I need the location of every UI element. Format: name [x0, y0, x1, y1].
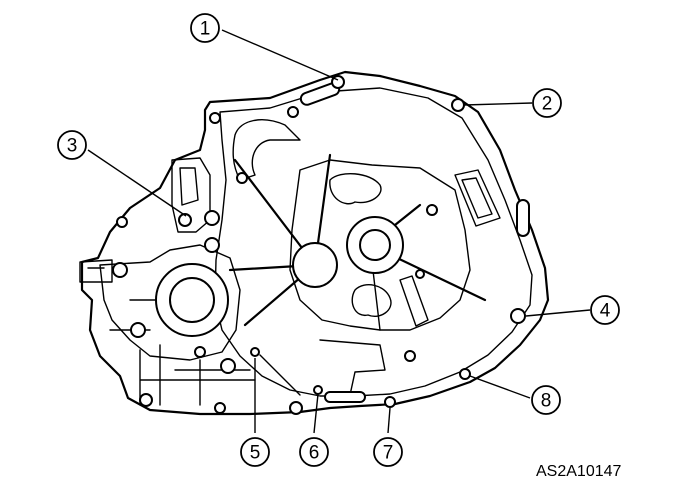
shift-rod [399, 275, 429, 327]
upper-crescent-rib [232, 119, 301, 181]
upper-right-pocket [454, 169, 501, 227]
callout-6: 6 [299, 437, 329, 467]
gear-cluster [289, 159, 471, 331]
callout-8: 8 [531, 385, 561, 415]
callout-2: 2 [532, 88, 562, 118]
callout-3-label: 3 [67, 136, 78, 157]
leader-lines [87, 29, 591, 434]
figure-code: AS2A10147 [536, 463, 622, 480]
callout-3: 3 [57, 130, 87, 160]
central-hub [292, 242, 338, 288]
housing-outer-flange [80, 70, 550, 416]
callout-8-label: 8 [541, 391, 552, 412]
input-shaft-bore-inner [359, 229, 391, 261]
shift-cam-lower [351, 284, 392, 317]
callout-7-label: 7 [383, 443, 394, 464]
callout-5-label: 5 [250, 443, 261, 464]
callout-1: 1 [190, 13, 220, 43]
bolt-holes [112, 75, 526, 415]
callout-4-label: 4 [600, 301, 611, 322]
callout-6-label: 6 [309, 443, 320, 464]
callout-7: 7 [373, 437, 403, 467]
callout-1-label: 1 [200, 19, 211, 40]
callout-4: 4 [590, 295, 620, 325]
shift-cam-upper [329, 173, 382, 205]
differential-bore-inner [169, 277, 215, 323]
differential-casting [99, 244, 241, 361]
callout-5: 5 [240, 437, 270, 467]
lower-casting-ribs [109, 299, 386, 406]
output-bracket [79, 259, 113, 283]
callout-2-label: 2 [542, 94, 553, 115]
flange-slot-bottom [324, 391, 366, 403]
flange-slot-right [516, 199, 530, 237]
left-upper-tower [171, 157, 211, 233]
